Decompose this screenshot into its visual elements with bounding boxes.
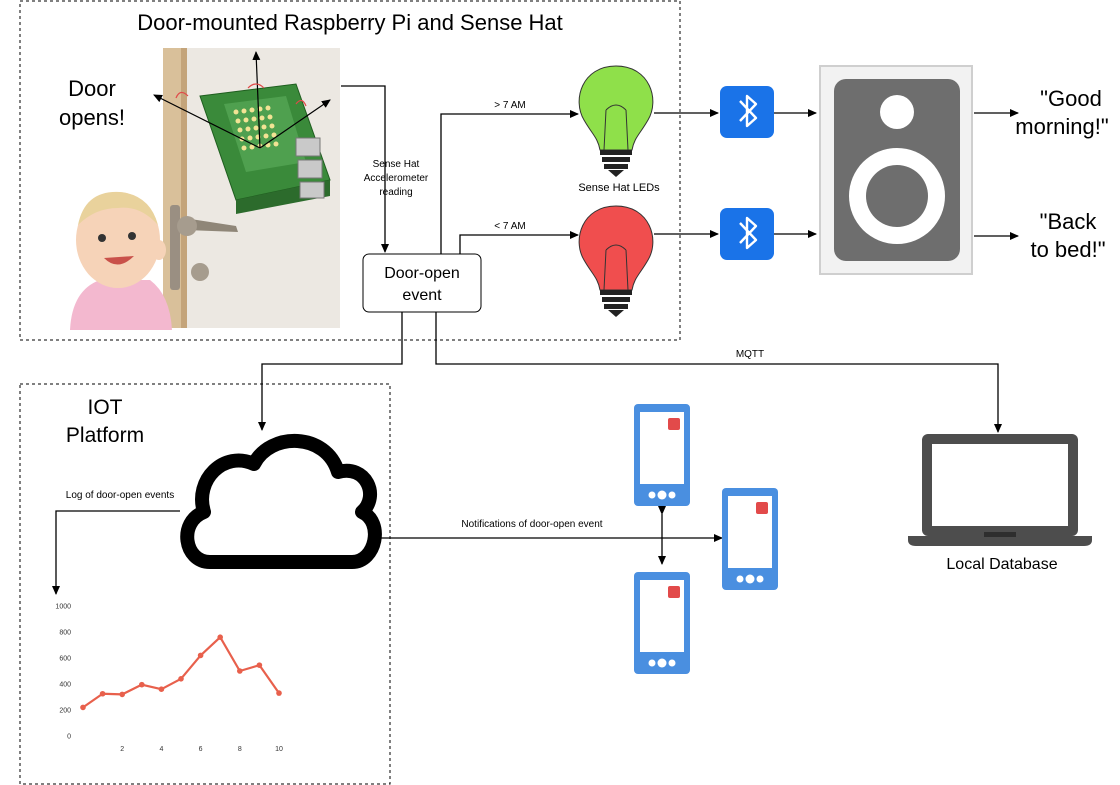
event-label: event <box>402 287 442 304</box>
data-point <box>197 652 204 659</box>
child-photo <box>70 191 172 330</box>
iot-group-title: IOT <box>88 396 123 419</box>
y-tick-label: 400 <box>59 682 71 689</box>
phone-icon <box>722 488 778 590</box>
data-point <box>237 668 243 674</box>
y-tick-label: 200 <box>59 708 71 715</box>
x-tick-label: 8 <box>238 746 242 753</box>
y-tick-label: 1000 <box>55 604 71 611</box>
after-7-label: > 7 AM <box>494 100 525 111</box>
sensor-arrow <box>341 85 389 253</box>
laptop-icon <box>908 434 1092 546</box>
sense-hat-leds-label: Sense Hat LEDs <box>578 182 660 194</box>
pi-group-box <box>19 0 681 341</box>
door-open-log-chart: 0 200 400 600 800 1000 2 4 6 8 10 <box>55 604 283 754</box>
bulb-icon <box>578 65 654 177</box>
y-tick-label: 800 <box>59 630 71 637</box>
data-point <box>119 691 125 698</box>
door-opens-label: opens! <box>59 105 125 130</box>
x-tick-label: 10 <box>275 746 283 753</box>
data-point <box>276 690 282 696</box>
data-point <box>178 676 184 682</box>
back-to-bed-message: "Back <box>1040 209 1098 234</box>
local-database-label: Local Database <box>946 556 1057 573</box>
x-tick-label: 4 <box>159 746 163 753</box>
data-point <box>256 662 263 668</box>
iot-group-box <box>19 383 391 785</box>
sensor-label: Sense Hat <box>373 159 420 170</box>
door-open-event-box <box>362 253 482 313</box>
phone-icon <box>634 404 690 506</box>
bluetooth-icon <box>720 86 774 138</box>
pi-group-title: Door-mounted Raspberry Pi and Sense Hat <box>137 10 563 35</box>
mqtt-label: MQTT <box>736 349 764 360</box>
iot-group-title: Platform <box>66 424 144 447</box>
event-label: Door-open <box>384 265 460 282</box>
cloud-icon <box>180 434 382 569</box>
speaker-icon <box>819 65 973 275</box>
data-point <box>158 686 165 692</box>
data-point <box>139 681 145 688</box>
phone-icon <box>634 572 690 674</box>
door-opens-label: Door <box>68 76 116 101</box>
good-morning-message: morning!" <box>1015 114 1108 139</box>
y-tick-label: 0 <box>67 734 71 741</box>
before-7-arrow <box>459 231 579 254</box>
bluetooth-icon <box>720 208 774 260</box>
back-to-bed-message: to bed!" <box>1030 237 1105 262</box>
raspberry-pi-icon <box>153 51 331 214</box>
x-tick-label: 2 <box>120 746 124 753</box>
x-tick-label: 6 <box>199 746 203 753</box>
sensor-label: Accelerometer <box>364 173 429 184</box>
before-7-label: < 7 AM <box>494 221 525 232</box>
event-cloud-arrow <box>258 312 403 431</box>
data-point <box>80 704 86 711</box>
data-point <box>217 634 223 640</box>
mqtt-arrow <box>435 312 1002 433</box>
y-tick-label: 600 <box>59 656 71 663</box>
data-point <box>99 690 106 697</box>
good-morning-message: "Good <box>1040 86 1102 111</box>
log-label: Log of door-open events <box>66 490 174 501</box>
notifications-label: Notifications of door-open event <box>461 519 602 530</box>
bulb-icon <box>578 205 654 317</box>
sensor-label: reading <box>379 187 412 198</box>
series-line <box>82 636 280 709</box>
after-7-arrow <box>440 110 579 254</box>
log-arrow <box>52 510 180 595</box>
